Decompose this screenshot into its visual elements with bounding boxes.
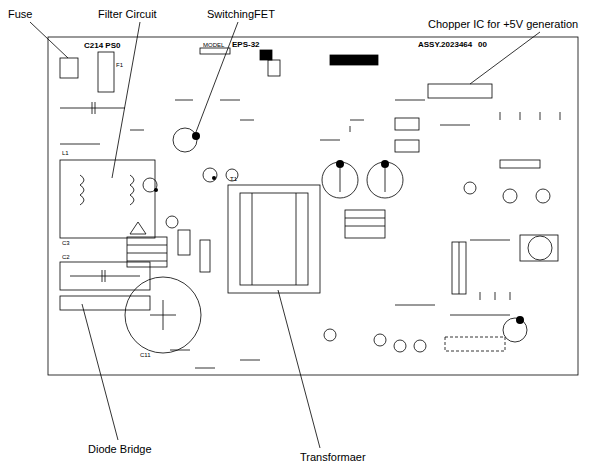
- part-reference: T1: [230, 176, 237, 183]
- callout-label: Transformaer: [300, 451, 366, 463]
- callout-label: Fuse: [8, 8, 32, 20]
- callout-label: SwitchingFET: [207, 8, 275, 20]
- board-marking: C214 PS0: [84, 42, 120, 51]
- part-reference: C3: [62, 240, 70, 247]
- chopper-ic: [428, 84, 492, 98]
- board-marking: EPS-32: [232, 41, 260, 50]
- part-reference: F1: [116, 62, 123, 69]
- board-outline: [48, 37, 578, 375]
- callout-label: Chopper IC for +5V generation: [428, 18, 578, 30]
- leader-lines: [30, 22, 540, 448]
- board-marking: 00: [478, 41, 487, 50]
- callout-label: Diode Bridge: [88, 443, 152, 455]
- part-reference: C11: [140, 352, 151, 359]
- board-marking: MODEL: [203, 42, 224, 49]
- part-reference: L1: [62, 150, 69, 157]
- board-marking: ASSY.2023464: [418, 41, 472, 50]
- part-reference: C2: [62, 254, 70, 261]
- callout-label: Filter Circuit: [98, 8, 157, 20]
- transformer-outline: [228, 185, 320, 293]
